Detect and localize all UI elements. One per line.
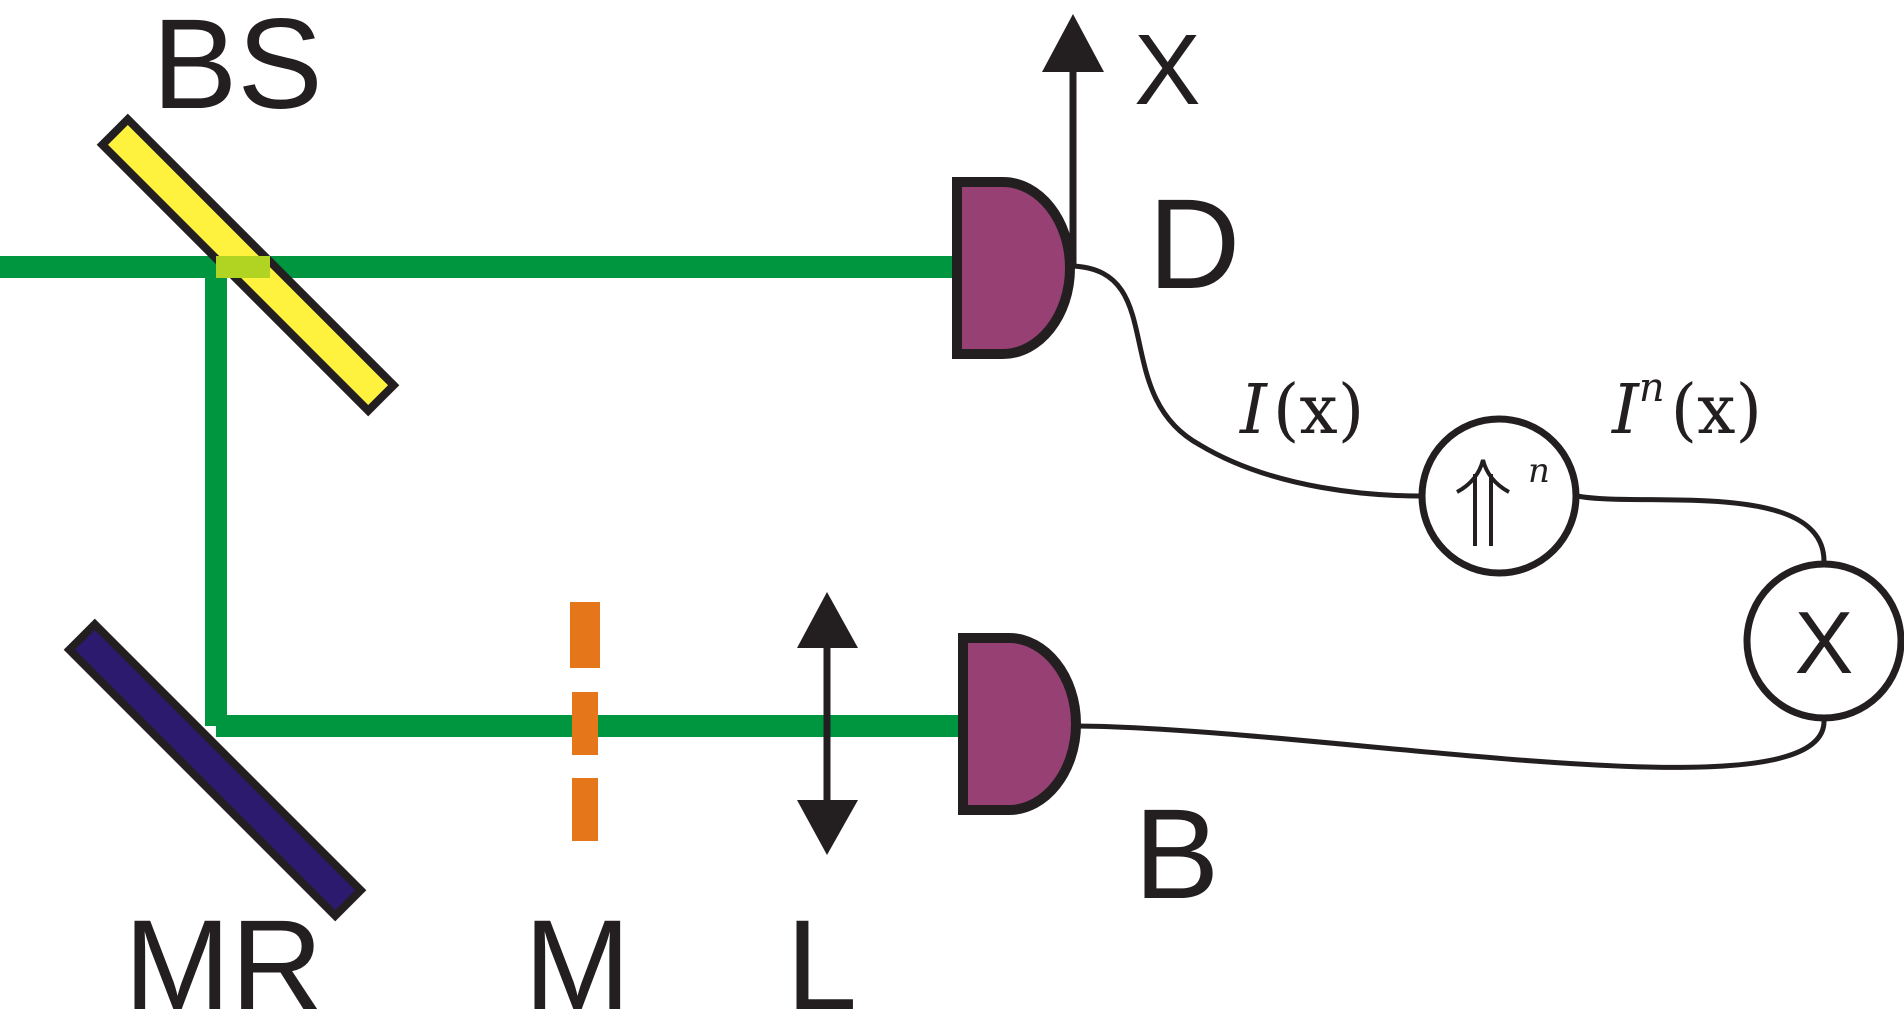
reference-mirror-plate <box>63 618 367 922</box>
label-b: B <box>1134 783 1219 926</box>
wire-d-to-power <box>1071 263 1421 499</box>
arrow-down-head <box>797 800 858 855</box>
label-m: M <box>524 894 631 1011</box>
double-up-arrow-icon <box>1456 459 1510 546</box>
multiply-symbol: X <box>1795 593 1854 692</box>
signal-wires <box>1071 263 1827 770</box>
reference-mirror <box>63 618 367 922</box>
power-block-exponent: n <box>1528 451 1550 491</box>
arrow-up-head <box>1042 14 1104 72</box>
power-block-circle <box>1418 415 1580 577</box>
mask-segment-bottom <box>572 778 598 841</box>
wire-b-to-mult <box>1075 719 1827 770</box>
power-label: In(x) <box>1610 365 1762 450</box>
x-scan-arrow <box>1042 14 1104 265</box>
intensity-label: I(x) <box>1238 371 1364 450</box>
lens-arrow <box>797 592 858 855</box>
arrow-up-head <box>797 592 858 648</box>
label-l: L <box>786 894 857 1011</box>
label-x: X <box>1134 14 1201 126</box>
label-d: D <box>1148 173 1240 316</box>
multiply-block-circle <box>1743 560 1904 722</box>
mask <box>570 602 600 841</box>
mask-segment-top <box>570 602 600 668</box>
label-mr: MR <box>124 894 323 1011</box>
wire-power-to-mult <box>1576 493 1827 563</box>
laser-beams <box>0 256 958 737</box>
power-block: n <box>1418 415 1580 577</box>
detector-b <box>958 633 1082 815</box>
mask-segment-middle <box>572 692 598 755</box>
detector-d <box>952 177 1076 359</box>
multiply-block: X <box>1743 560 1904 722</box>
label-bs: BS <box>152 0 323 136</box>
